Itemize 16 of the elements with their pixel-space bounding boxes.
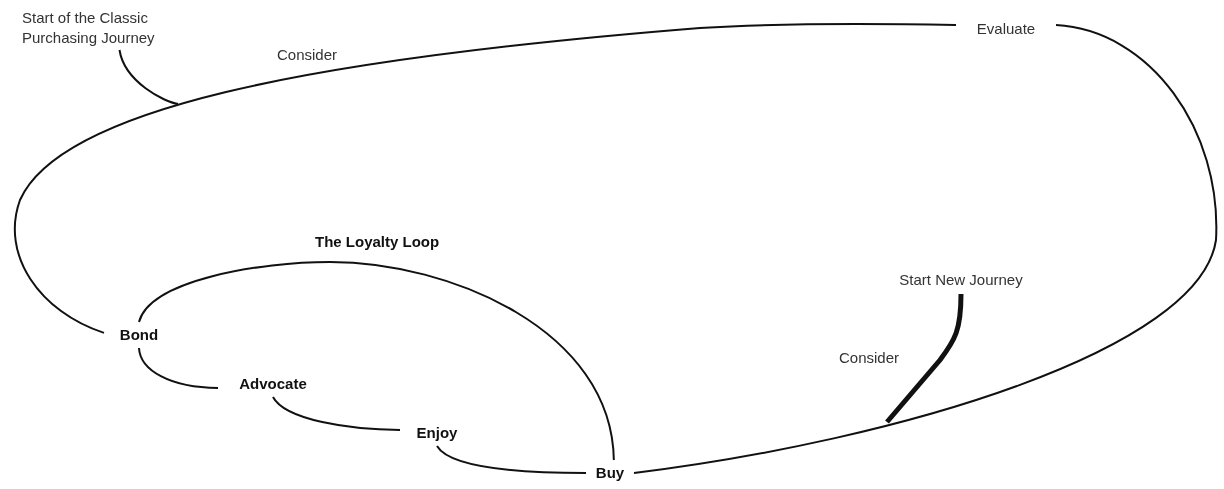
connector-curve: [138, 347, 219, 389]
stage-label: Bond: [104, 322, 174, 348]
leader-line: [118, 49, 179, 105]
connector-curve: [138, 261, 615, 461]
stage-label: Buy: [586, 460, 634, 486]
leader-line: [885, 293, 964, 424]
connector-curve: [633, 24, 1217, 474]
stage-label: Enjoy: [400, 420, 474, 446]
stage-label: Advocate: [218, 371, 328, 397]
stage-label: Evaluate: [956, 16, 1056, 42]
stage-label: Start New Journey: [866, 266, 1056, 294]
connector-curve: [272, 396, 401, 431]
stage-label: Start of the Classic Purchasing Journey: [22, 6, 217, 50]
loop-heading: The Loyalty Loop: [315, 232, 440, 252]
connector-curve: [13, 22, 957, 334]
connector-curve: [436, 445, 587, 474]
